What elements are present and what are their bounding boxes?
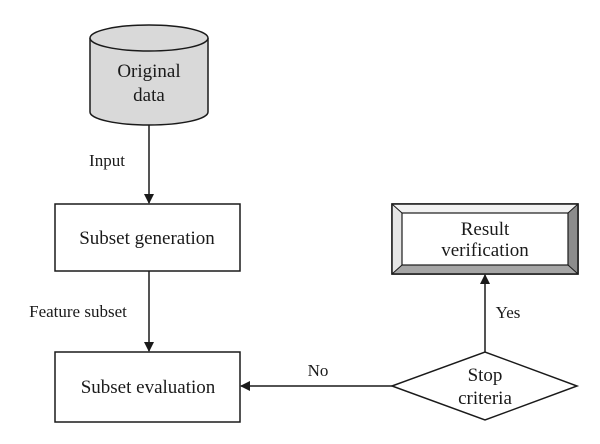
- original-data-label-line1: Original: [117, 61, 180, 82]
- stop-criteria-diamond: Stop criteria: [389, 351, 580, 421]
- result-verification-box: Result verification: [391, 203, 579, 275]
- subset-generation-box: Subset generation: [54, 203, 241, 272]
- subset-generation-label: Subset generation: [79, 228, 215, 249]
- feature-subset-label: Feature subset: [29, 302, 127, 321]
- result-verification-label-line2: verification: [441, 240, 529, 261]
- original-data-label-line2: data: [133, 85, 165, 106]
- stop-criteria-label-line1: Stop: [468, 365, 503, 386]
- result-verification-label-line1: Result: [461, 219, 510, 240]
- original-data-cylinder: Original data: [89, 24, 209, 126]
- yes-label: Yes: [496, 303, 521, 322]
- no-label: No: [308, 361, 329, 380]
- stop-criteria-label-line2: criteria: [458, 388, 512, 409]
- subset-evaluation-label: Subset evaluation: [81, 377, 216, 398]
- input-label: Input: [89, 151, 125, 170]
- subset-evaluation-box: Subset evaluation: [54, 351, 241, 423]
